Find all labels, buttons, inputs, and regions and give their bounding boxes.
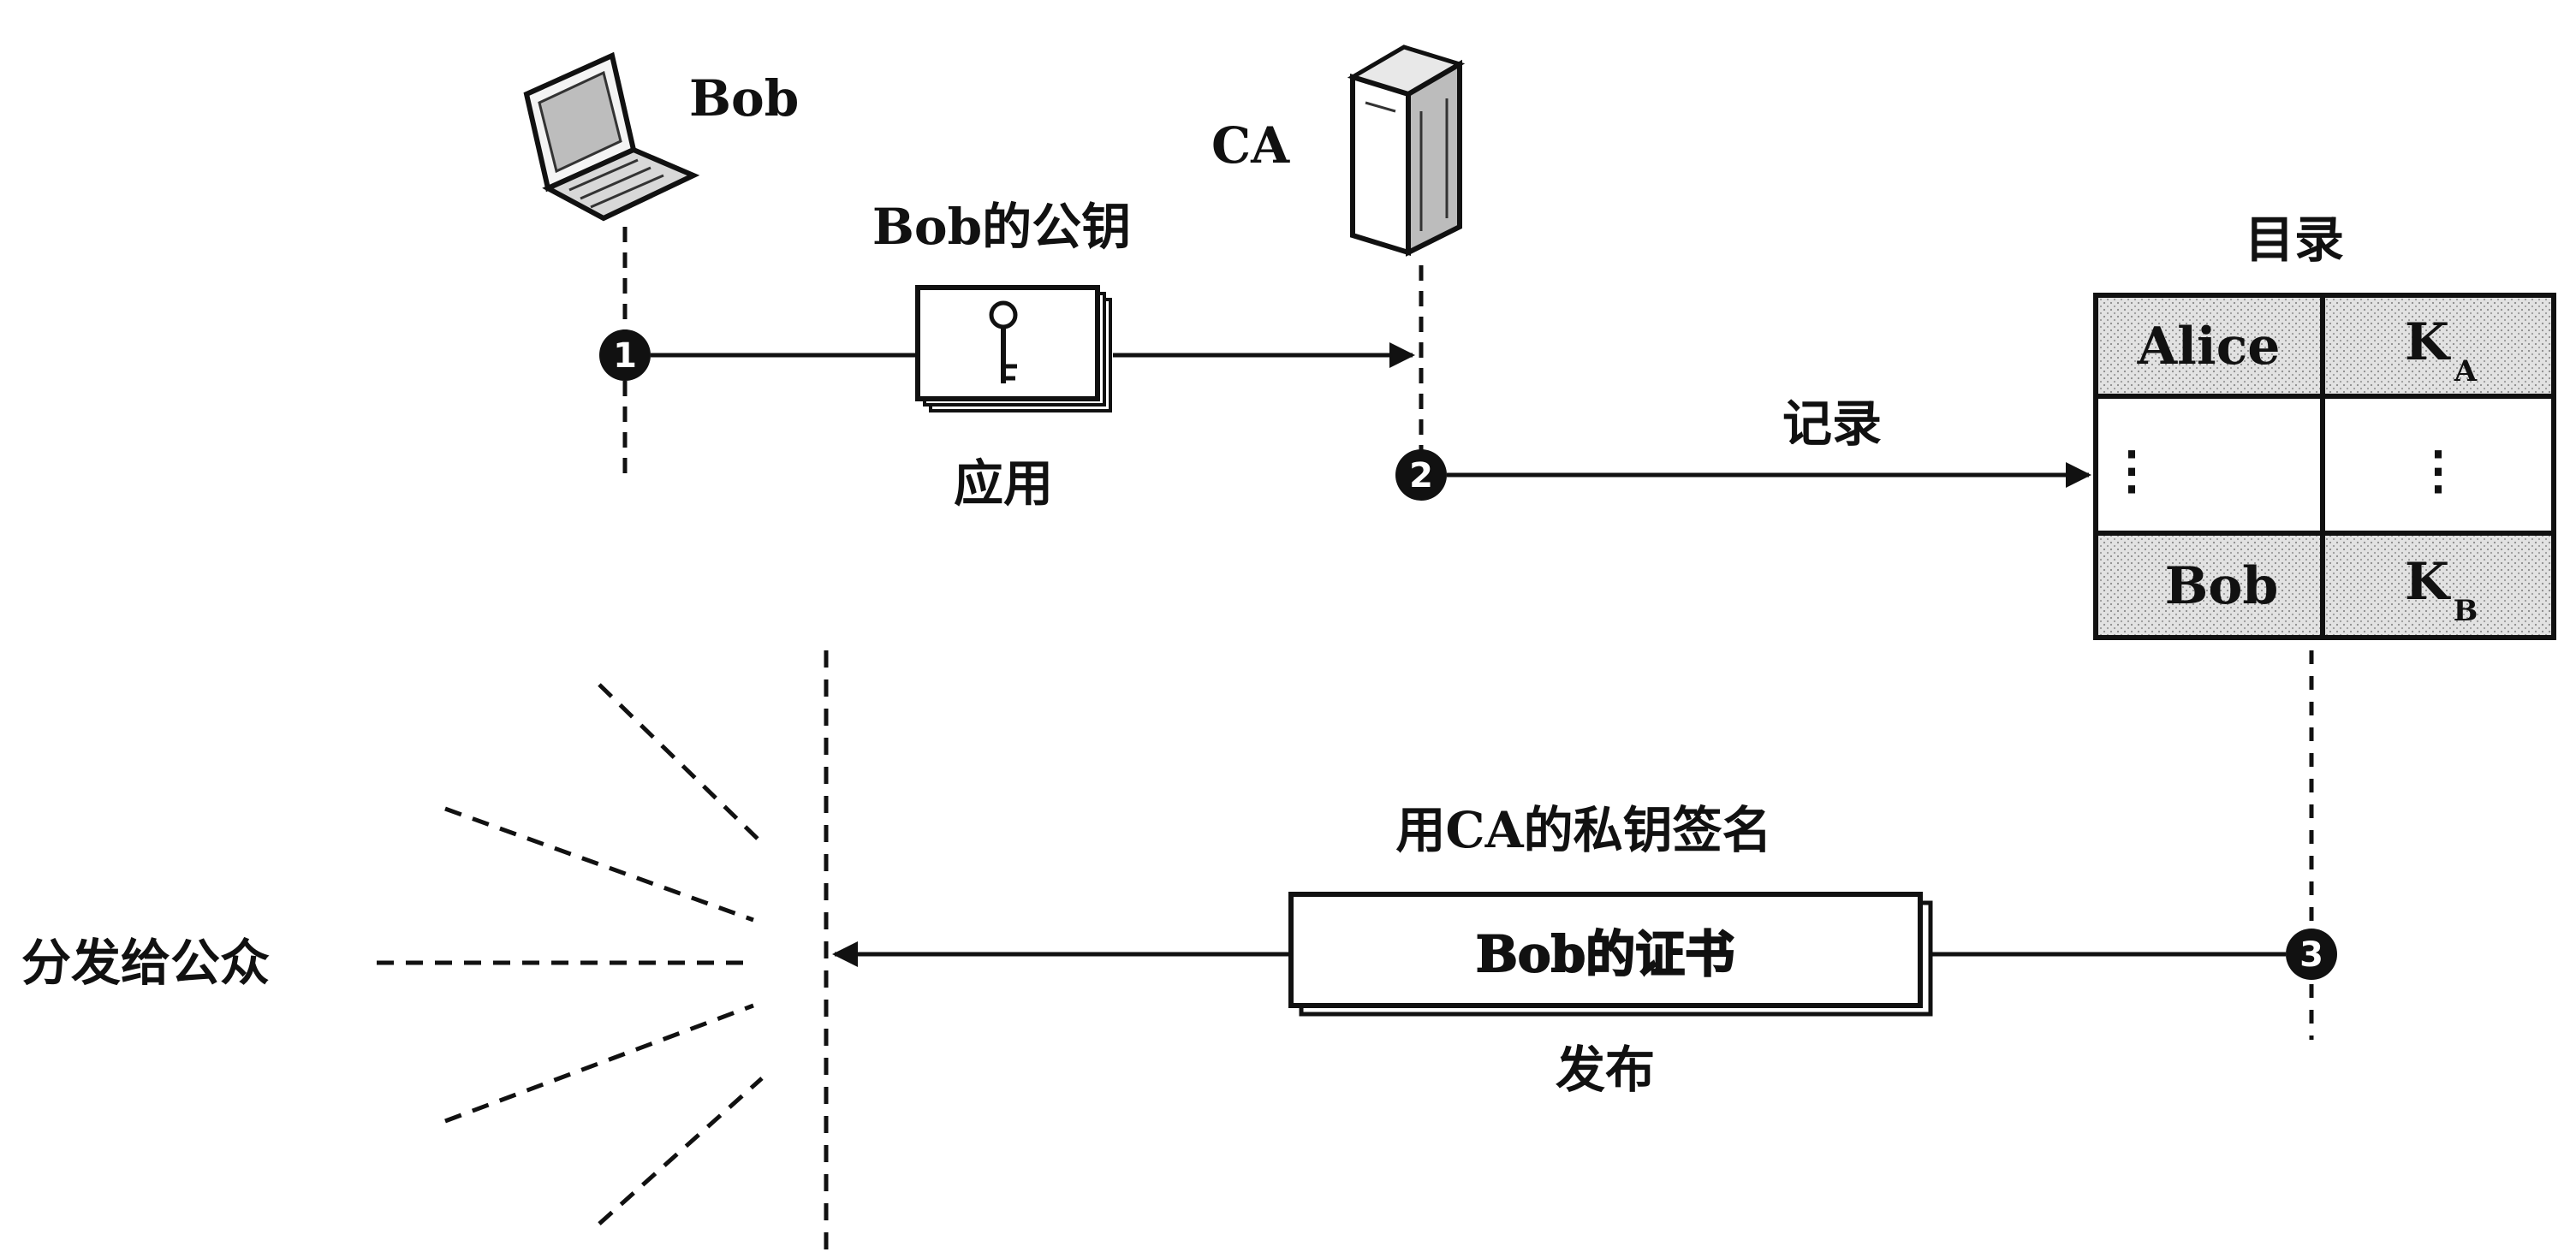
directory-row-name: ⋮: [2106, 441, 2157, 501]
directory-row-key: K: [2405, 312, 2451, 372]
directory-row-key: K: [2405, 552, 2451, 612]
directory-table: Alice K A ⋮ ⋮ Bob K B: [2093, 293, 2556, 640]
directory-title: 目录: [2245, 211, 2344, 269]
bob-label: Bob: [689, 69, 799, 128]
step3-top-label: 用CA的私钥签名: [1395, 801, 1771, 859]
server-icon: [1347, 45, 1466, 257]
step2-top-label: 记录: [1782, 395, 1882, 453]
step3-bottom-label: 发布: [1556, 1041, 1655, 1099]
directory-row-key-sub: B: [2454, 594, 2478, 628]
certificate-label: Bob的证书: [1476, 925, 1734, 983]
certificate-icon: Bob的证书: [1288, 892, 1933, 1017]
step1-marker: 1: [599, 329, 651, 381]
laptop-icon: [523, 51, 700, 222]
svg-text:1: 1: [613, 336, 637, 376]
step3-marker: 3: [2286, 929, 2337, 980]
svg-text:3: 3: [2299, 935, 2323, 975]
directory-row-name: Bob: [2165, 556, 2279, 616]
step1-bottom-label: 应用: [954, 454, 1053, 513]
directory-row-key: ⋮: [2412, 441, 2464, 501]
svg-text:2: 2: [1409, 456, 1433, 495]
key-icon: [915, 285, 1112, 412]
step2-marker: 2: [1395, 449, 1447, 501]
ca-label: CA: [1211, 116, 1290, 175]
directory-row-key-sub: A: [2454, 354, 2478, 389]
step1-top-label: Bob的公钥: [872, 198, 1131, 256]
distribution-label: 分发给公众: [21, 934, 270, 992]
distribution-rays: [377, 683, 764, 1225]
directory-row-name: Alice: [2137, 317, 2281, 377]
